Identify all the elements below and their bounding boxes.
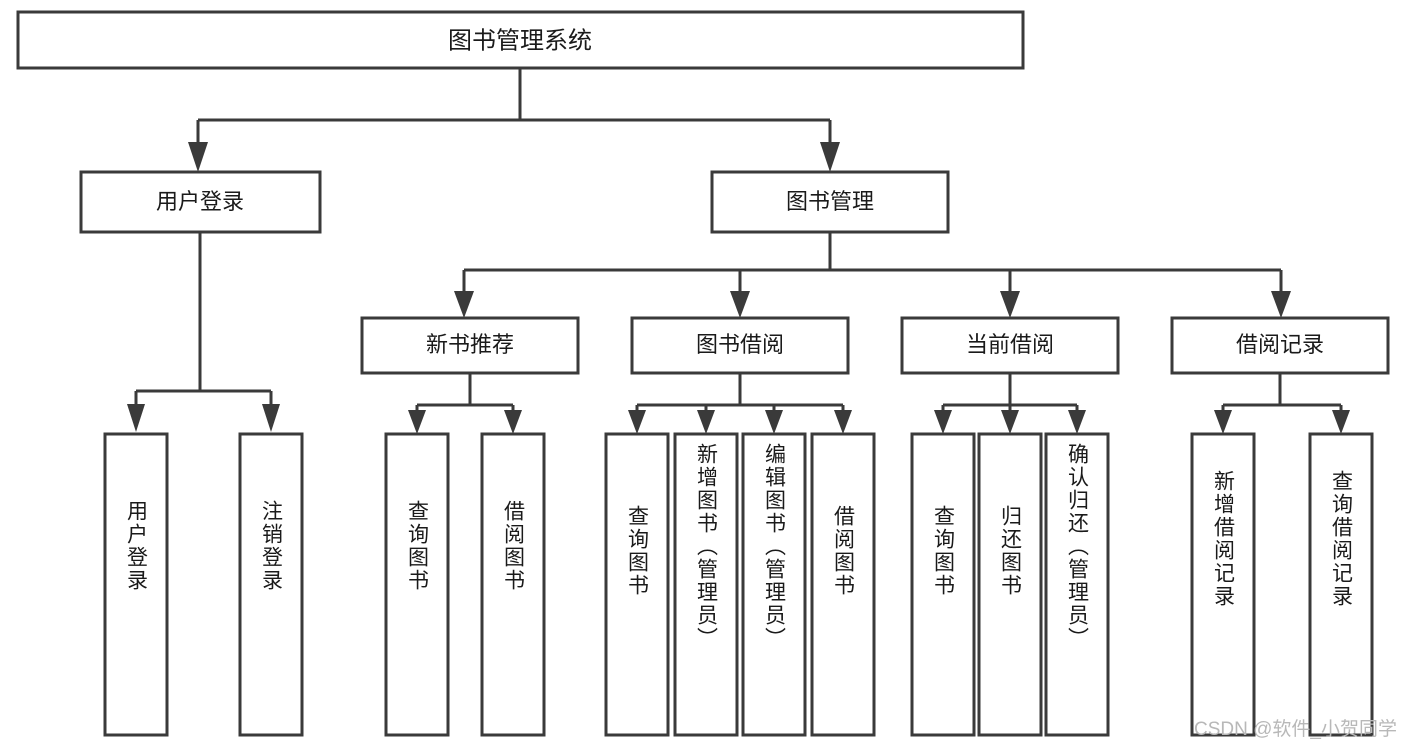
leaf-box-book-borrow-3[interactable] — [741, 432, 807, 737]
connector-user-login-to-leaves — [127, 232, 280, 432]
node-new-book-recommend[interactable]: 新书推荐 — [360, 316, 580, 375]
leaf-box-user-login-1[interactable] — [103, 432, 169, 737]
book-manage-label: 图书管理 — [786, 189, 874, 214]
arrow-to-user-login-icon — [188, 142, 208, 172]
node-book-manage[interactable]: 图书管理 — [710, 170, 950, 234]
node-book-borrow[interactable]: 图书借阅 — [630, 316, 850, 375]
leaf-box-borrow-record-2[interactable] — [1308, 432, 1374, 737]
user-login-box[interactable] — [79, 170, 322, 234]
book-borrow-label: 图书借阅 — [696, 332, 784, 357]
arrow-to-book-manage-icon — [820, 142, 840, 172]
connector-new-book-recommend-to-leaves — [408, 373, 522, 434]
connector-borrow-record-to-leaves — [1214, 373, 1350, 434]
leaf-box-book-borrow-2[interactable] — [673, 432, 739, 737]
node-current-borrow[interactable]: 当前借阅 — [900, 316, 1120, 375]
node-borrow-record[interactable]: 借阅记录 — [1170, 316, 1390, 375]
leaf-box-current-borrow-3[interactable] — [1044, 432, 1110, 737]
user-login-label: 用户登录 — [156, 189, 244, 214]
root-label: 图书管理系统 — [448, 27, 592, 54]
new-book-recommend-box[interactable] — [360, 316, 580, 375]
node-root[interactable]: 图书管理系统 — [16, 10, 1025, 70]
new-book-recommend-label: 新书推荐 — [426, 332, 514, 357]
leaf-box-borrow-record-1[interactable] — [1190, 432, 1256, 737]
connector-book-borrow-to-leaves — [628, 373, 852, 434]
leaf-box-user-login-2[interactable] — [238, 432, 304, 737]
borrow-record-label: 借阅记录 — [1236, 332, 1324, 357]
current-borrow-box[interactable] — [900, 316, 1120, 375]
leaf-box-current-borrow-2[interactable] — [977, 432, 1043, 737]
leaf-box-book-borrow-1[interactable] — [604, 432, 670, 737]
leaf-box-new-book-2[interactable] — [480, 432, 546, 737]
connector-current-borrow-to-leaves — [934, 373, 1086, 434]
leaf-box-current-borrow-1[interactable] — [910, 432, 976, 737]
node-user-login[interactable]: 用户登录 — [79, 170, 322, 234]
root-box[interactable] — [16, 10, 1025, 70]
current-borrow-label: 当前借阅 — [966, 332, 1054, 357]
connector-book-manage-to-level3 — [454, 232, 1291, 318]
leaf-box-book-borrow-4[interactable] — [810, 432, 876, 737]
leaf-box-new-book-1[interactable] — [384, 432, 450, 737]
connector-root-to-level2 — [188, 68, 840, 172]
